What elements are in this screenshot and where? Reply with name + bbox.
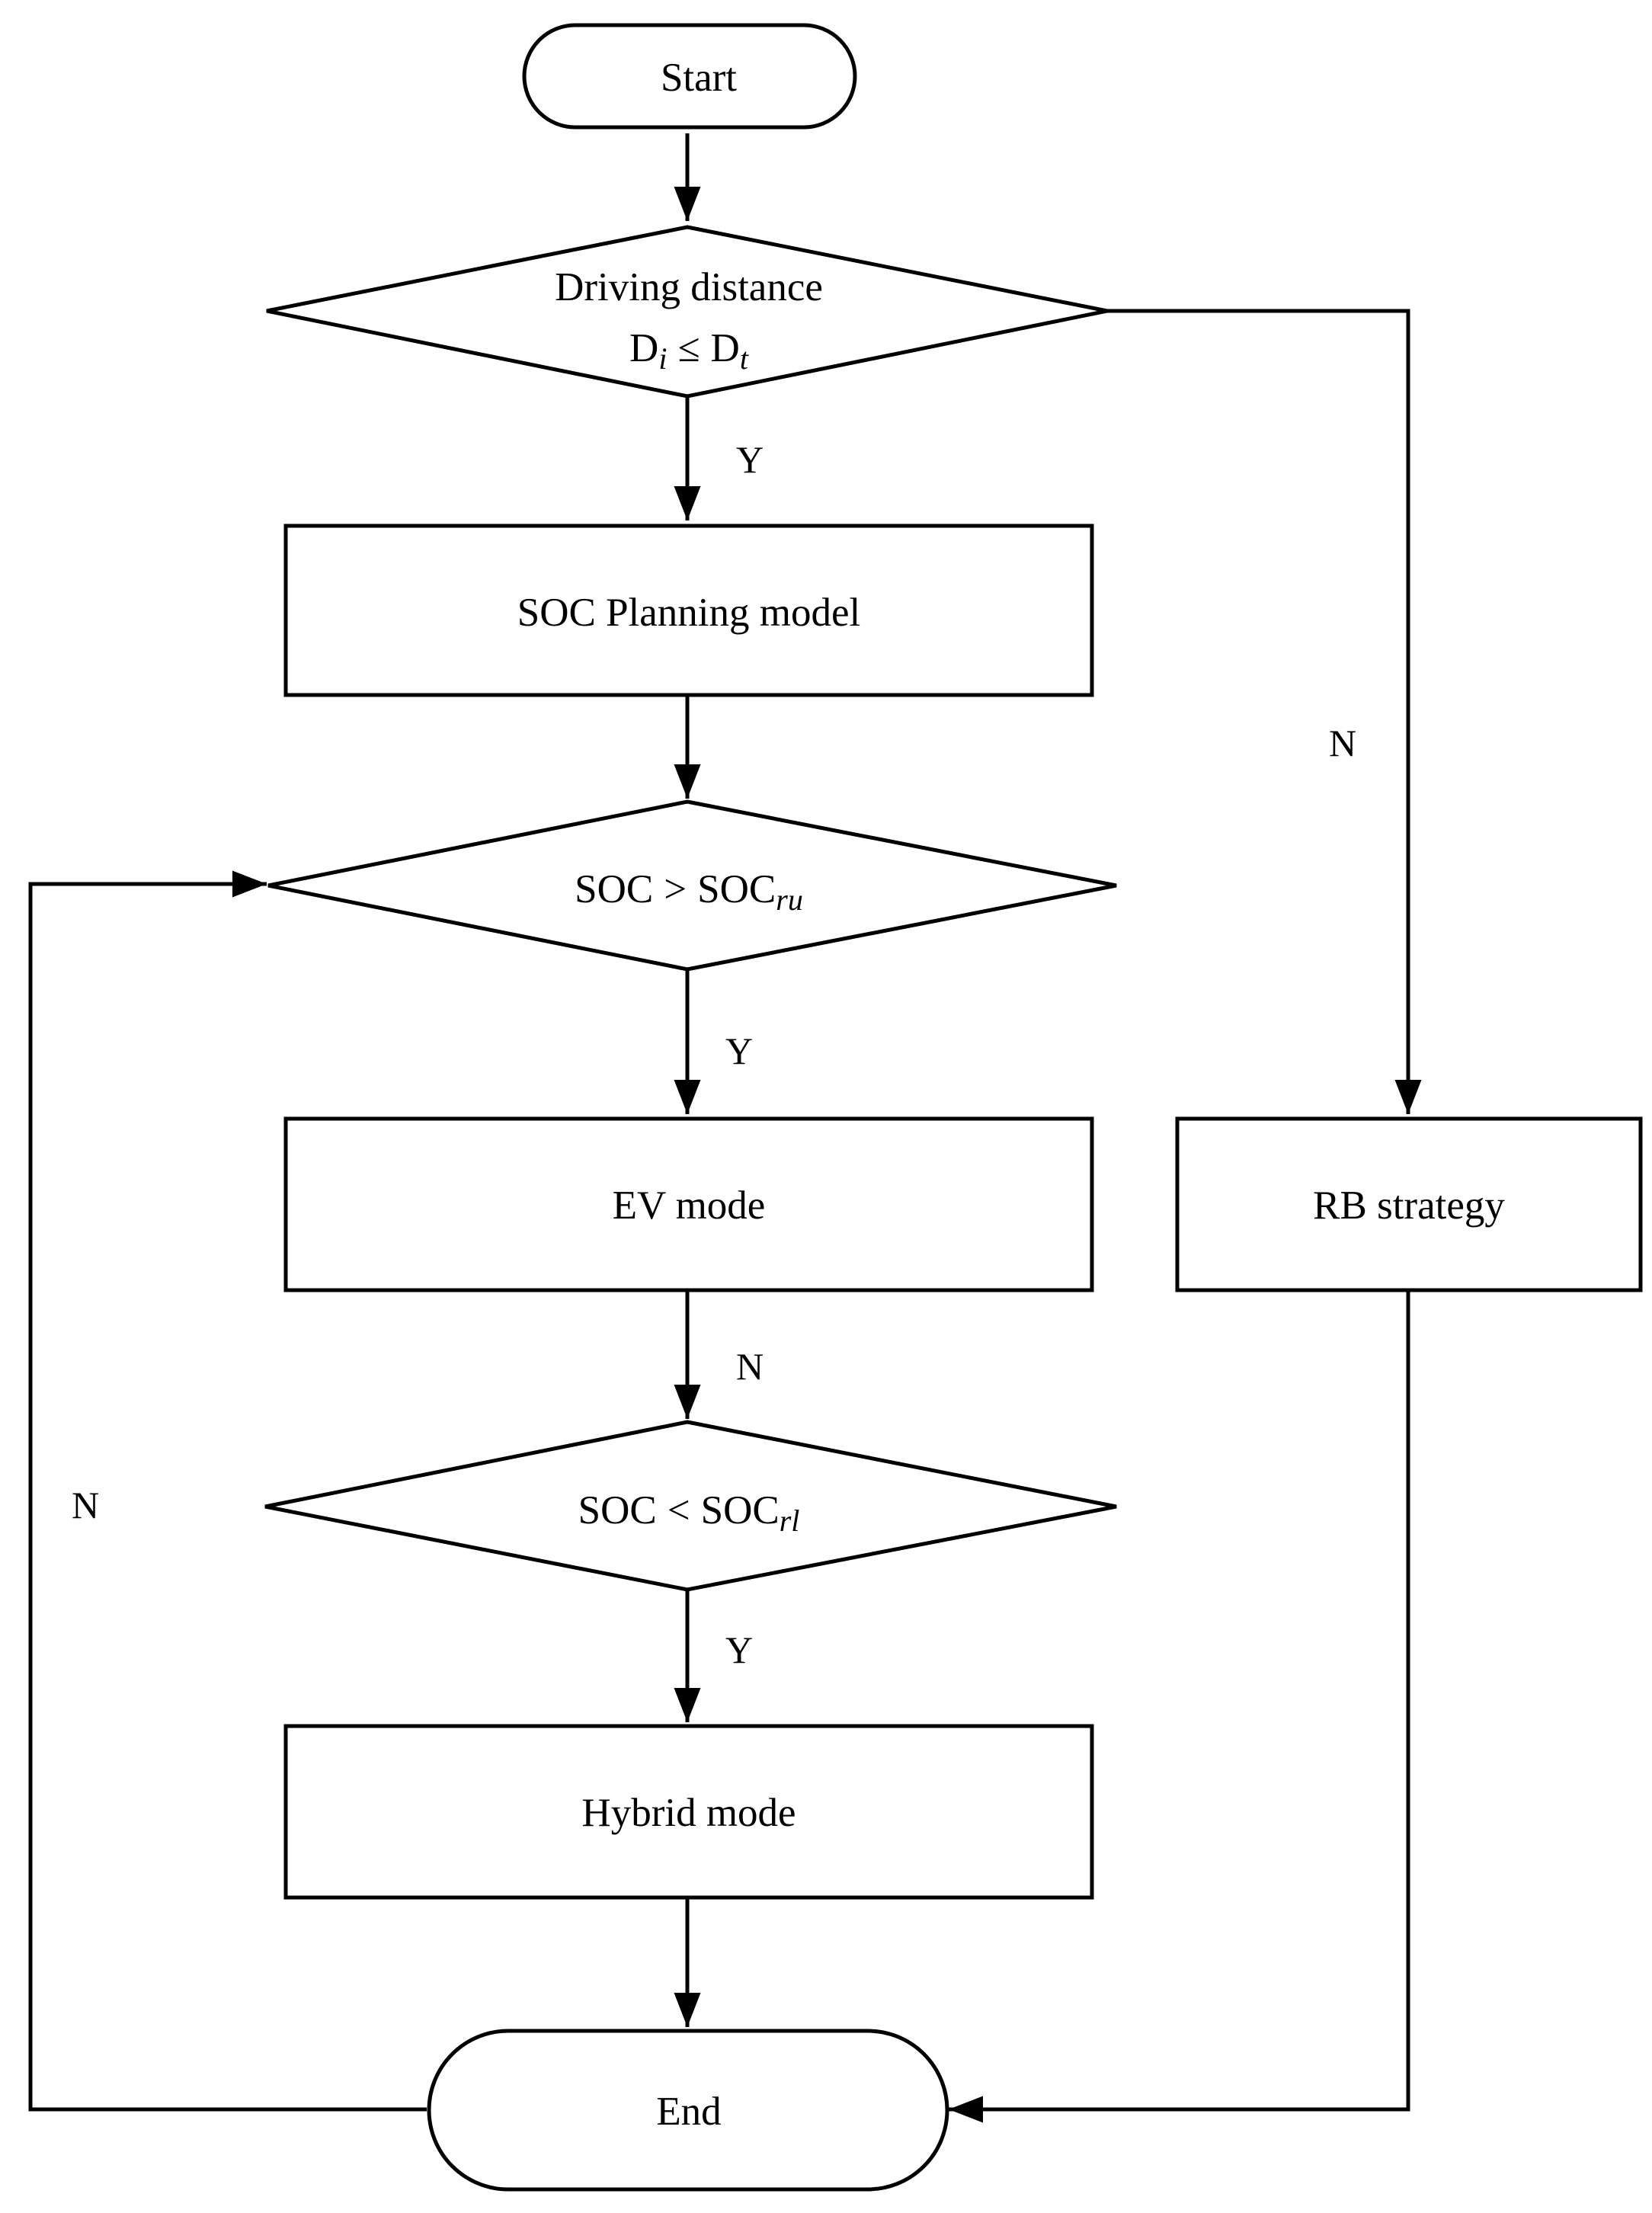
- process-soc-planning-label: SOC Planning model: [517, 591, 861, 635]
- arrow-loop-back-to-upper: [28, 870, 427, 2112]
- label-yes-soc-upper: Y: [725, 1030, 753, 1072]
- process-hybrid-mode: [283, 1724, 1094, 1900]
- decision-soc-upper-condition: SOC>SOCru: [575, 867, 803, 917]
- soc-lower-rhs-subscript: rl: [780, 1504, 800, 1538]
- label-yes-soc-lower: Y: [725, 1629, 753, 1671]
- end-label: End: [656, 2090, 721, 2134]
- decision-soc-upper: [267, 799, 1117, 972]
- process-hybrid-mode-label: Hybrid mode: [581, 1791, 796, 1835]
- label-no-distance: N: [1329, 722, 1356, 764]
- process-ev-mode: [283, 1116, 1094, 1292]
- label-no-ev: N: [736, 1345, 764, 1388]
- soc-upper-rhs: SOC: [697, 867, 776, 911]
- process-rb-strategy-label: RB strategy: [1313, 1183, 1505, 1228]
- arrow-rb-to-end: [949, 1289, 1410, 2123]
- label-yes-distance: Y: [736, 438, 764, 481]
- distance-lhs-subscript: i: [658, 341, 667, 376]
- end-terminal: [427, 2029, 949, 2192]
- arrow-distance-no-to-rb: [1107, 309, 1422, 1114]
- connectors: [28, 133, 1422, 2123]
- soc-upper-operator: >: [664, 867, 687, 911]
- soc-upper-lhs: SOC: [575, 867, 653, 911]
- distance-rhs: D: [711, 326, 740, 370]
- distance-rhs-subscript: t: [740, 341, 749, 376]
- soc-upper-rhs-subscript: ru: [776, 882, 803, 917]
- process-rb-strategy: [1175, 1116, 1643, 1292]
- start-label: Start: [661, 56, 737, 100]
- process-ev-mode-label: EV mode: [613, 1183, 766, 1228]
- decision-soc-lower-condition: SOC<SOCrl: [578, 1488, 800, 1538]
- soc-lower-operator: <: [668, 1488, 690, 1532]
- decision-driving-distance-title: Driving distance: [555, 265, 823, 309]
- soc-lower-lhs: SOC: [578, 1488, 657, 1532]
- distance-operator: ≤: [677, 326, 700, 370]
- start-terminal: [522, 23, 857, 130]
- process-soc-planning: [283, 524, 1094, 697]
- label-no-loop: N: [72, 1484, 99, 1526]
- soc-lower-rhs: SOC: [701, 1488, 780, 1532]
- decision-soc-lower: [264, 1420, 1117, 1592]
- decision-driving-distance-condition: Di≤Dt: [629, 326, 749, 376]
- distance-lhs: D: [629, 326, 658, 370]
- decision-driving-distance: [266, 225, 1108, 399]
